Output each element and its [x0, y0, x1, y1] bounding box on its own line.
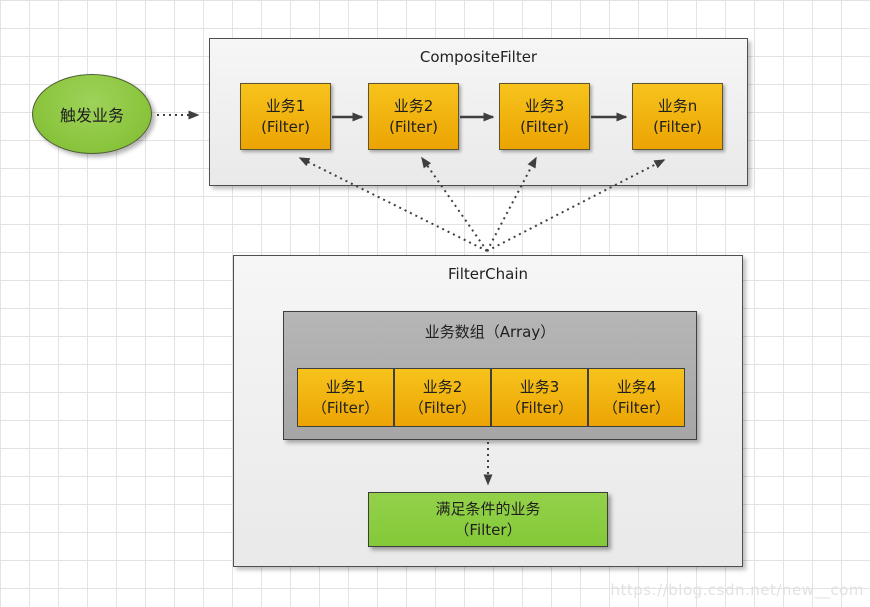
trigger-ellipse-node: 触发业务: [32, 74, 152, 154]
node-name: 业务1: [325, 378, 366, 397]
composite-filter-title: CompositeFilter: [419, 48, 538, 66]
node-name: 业务1: [265, 97, 306, 116]
node-sub: (Filter): [261, 117, 310, 136]
array-filter-node-3: 业务3 （Filter）: [491, 368, 588, 427]
filter-chain-title: FilterChain: [448, 265, 528, 283]
composite-filter-node-n: 业务n (Filter): [632, 83, 723, 150]
node-name: 业务2: [393, 97, 434, 116]
node-sub: (Filter): [520, 117, 569, 136]
composite-filter-node-2: 业务2 (Filter): [368, 83, 459, 150]
business-array-title: 业务数组（Array）: [424, 323, 556, 341]
watermark-url: https://blog.csdn.net/new__com: [610, 581, 864, 599]
array-filter-node-1: 业务1 （Filter）: [297, 368, 394, 427]
node-sub: (Filter): [389, 117, 438, 136]
node-sub: （Filter）: [311, 398, 380, 417]
node-name: 业务3: [524, 97, 565, 116]
array-filter-node-2: 业务2 （Filter）: [394, 368, 491, 427]
node-name: 业务n: [657, 97, 698, 116]
array-filter-node-4: 业务4 （Filter）: [588, 368, 685, 427]
node-sub: （Filter）: [602, 398, 671, 417]
node-sub: (Filter): [653, 117, 702, 136]
node-name: 满足条件的业务: [435, 499, 541, 518]
node-name: 业务2: [422, 378, 463, 397]
node-sub: （Filter）: [408, 398, 477, 417]
node-name: 业务3: [519, 378, 560, 397]
trigger-label: 触发业务: [59, 106, 124, 125]
node-name: 业务4: [616, 378, 657, 397]
composite-filter-node-1: 业务1 (Filter): [240, 83, 331, 150]
composite-filter-node-3: 业务3 (Filter): [499, 83, 590, 150]
node-sub: （Filter）: [454, 520, 522, 539]
matched-business-node: 满足条件的业务 （Filter）: [368, 492, 608, 547]
node-sub: （Filter）: [505, 398, 574, 417]
